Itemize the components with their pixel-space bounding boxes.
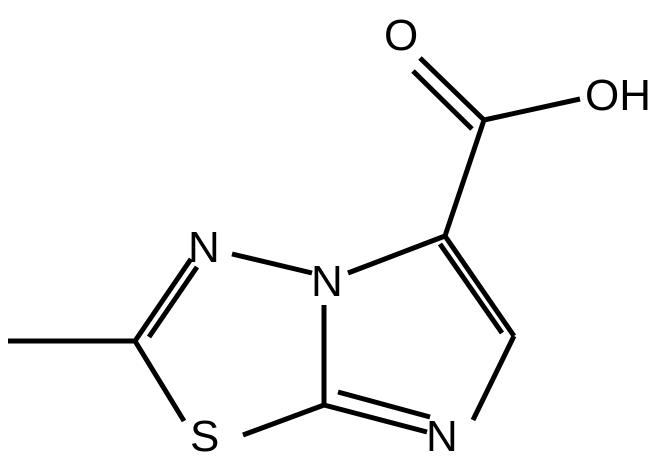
c6-c5-bond	[442, 234, 517, 338]
atom-s: S	[190, 412, 219, 461]
atom-n-bridge: N	[311, 257, 343, 306]
c2-n3-bond	[132, 257, 194, 343]
atom-n-imidazole: N	[426, 412, 458, 461]
atom-oh-hydroxyl: OH	[585, 71, 651, 120]
bonds	[8, 56, 581, 438]
n3-n4-bond	[231, 251, 313, 276]
c6-c5-double-bond	[437, 242, 505, 335]
c5-n4-bond	[347, 233, 446, 276]
atom-n-thiadiazole: N	[188, 223, 220, 272]
carbonyl-double-bond	[411, 69, 474, 131]
c2-n3-double-bond	[146, 265, 200, 339]
c7a-n7-bond	[323, 402, 428, 435]
s-c7a-bond	[242, 402, 325, 438]
n7-c6-bond	[470, 334, 517, 422]
atom-o-carbonyl: O	[384, 11, 418, 60]
c7a-n7-double-bond	[337, 389, 431, 420]
hydroxyl-bond	[483, 96, 581, 123]
c2-s-bond	[132, 339, 187, 423]
c5-carboxyl-bond	[442, 119, 487, 237]
carbonyl-bond	[418, 56, 486, 122]
atom-labels: O OH N N S N	[188, 11, 651, 461]
